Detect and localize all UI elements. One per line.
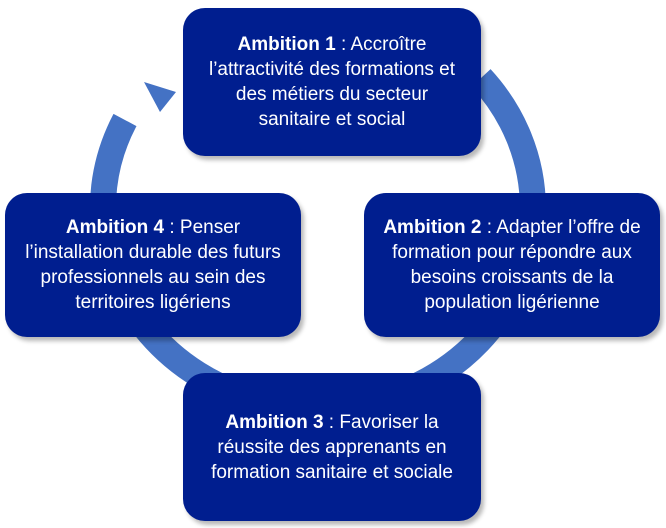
ambition-4-text: Ambition 4 : Penser l’installation durab… (21, 215, 285, 315)
ambition-3-text: Ambition 3 : Favoriser la réussite des a… (199, 410, 465, 485)
ambition-1-label: Ambition 1 (237, 34, 336, 55)
ambition-1-description: Accroître l’attractivité des formations … (208, 34, 456, 130)
ambition-1-box: Ambition 1 : Accroître l’attractivité de… (183, 8, 481, 156)
ambition-2-label: Ambition 2 (383, 217, 482, 238)
ambition-2-box: Ambition 2 : Adapter l’offre de formatio… (364, 193, 660, 337)
ambition-1-separator: : (335, 34, 351, 55)
ambition-1-text: Ambition 1 : Accroître l’attractivité de… (199, 32, 465, 132)
ambition-4-box: Ambition 4 : Penser l’installation durab… (5, 193, 301, 337)
ambition-2-text: Ambition 2 : Adapter l’offre de formatio… (380, 215, 644, 315)
cycle-arrow-head-icon (144, 82, 176, 112)
ambition-3-separator: : (323, 411, 340, 433)
ambition-2-description: Adapter l’offre de formation pour répond… (392, 217, 641, 313)
ambition-2-separator: : (481, 217, 497, 238)
ambition-4-separator: : (164, 217, 180, 238)
ambition-4-label: Ambition 4 (65, 217, 165, 238)
ambition-4-description: Penser l’installation durable des futurs… (25, 217, 281, 313)
ambition-3-box: Ambition 3 : Favoriser la réussite des a… (183, 373, 481, 521)
ambition-3-label: Ambition 3 (225, 411, 324, 433)
ambition-3-description: Favoriser la réussite des apprenants en … (211, 411, 453, 483)
